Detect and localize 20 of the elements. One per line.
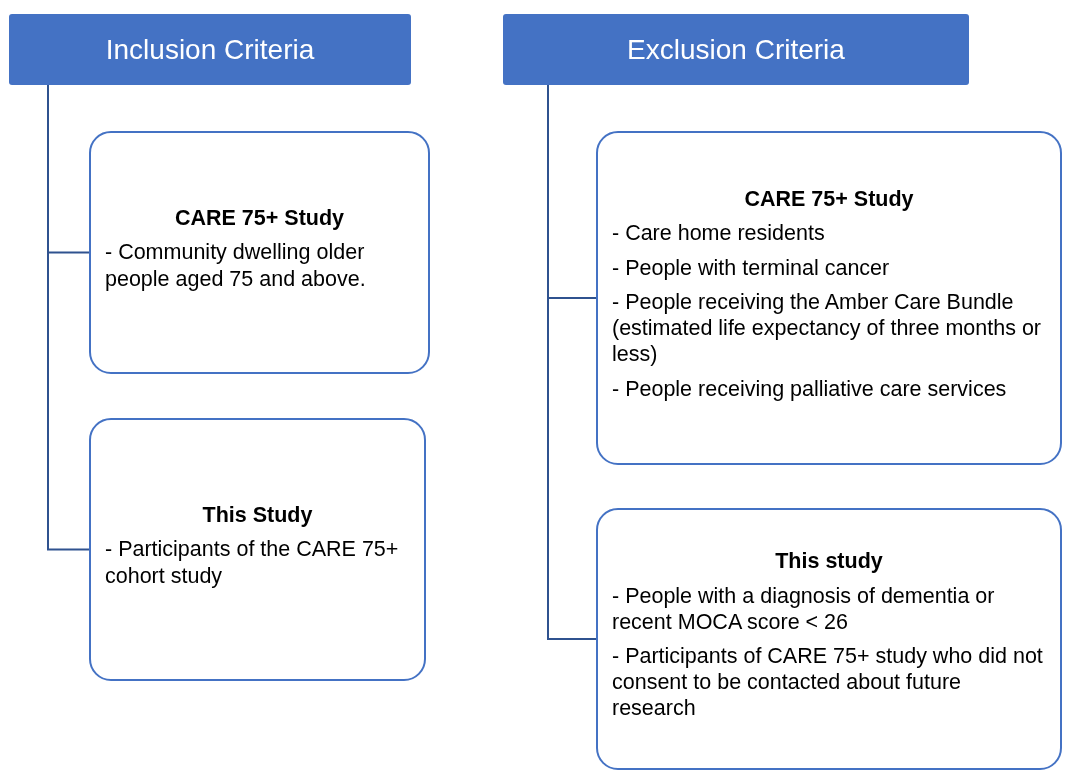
criteria-item: - People with terminal cancer bbox=[612, 254, 891, 281]
header-title: Inclusion Criteria bbox=[105, 33, 315, 66]
section-heading: CARE 75+ Study bbox=[743, 186, 915, 213]
section-heading: This Study bbox=[201, 502, 314, 529]
criteria-box bbox=[596, 131, 1062, 465]
header-title: Exclusion Criteria bbox=[627, 33, 845, 66]
criteria-box bbox=[596, 508, 1062, 770]
section-heading: CARE 75+ Study bbox=[173, 205, 346, 232]
criteria-item: - People receiving palliative care services bbox=[612, 375, 1008, 402]
header-box bbox=[503, 14, 969, 85]
criteria-item: - People with a diagnosis of dementia or recent MOCA score < 26 bbox=[612, 582, 996, 635]
header-box bbox=[9, 14, 411, 85]
criteria-item: - Community dwelling older people aged 75 and above. bbox=[105, 239, 367, 292]
criteria-item: - People receiving the Amber Care Bundle (estimated life expectancy of three months or less) bbox=[612, 288, 1042, 368]
criteria-item: - Participants of the CARE 75+ cohort study bbox=[105, 536, 400, 589]
criteria-box bbox=[89, 131, 430, 374]
criteria-box bbox=[89, 418, 426, 681]
section-heading: This study bbox=[774, 548, 884, 575]
criteria-item: - Participants of CARE 75+ study who did not consent to be contacted about future research bbox=[612, 643, 1044, 722]
criteria-item: - Care home residents bbox=[612, 220, 826, 247]
